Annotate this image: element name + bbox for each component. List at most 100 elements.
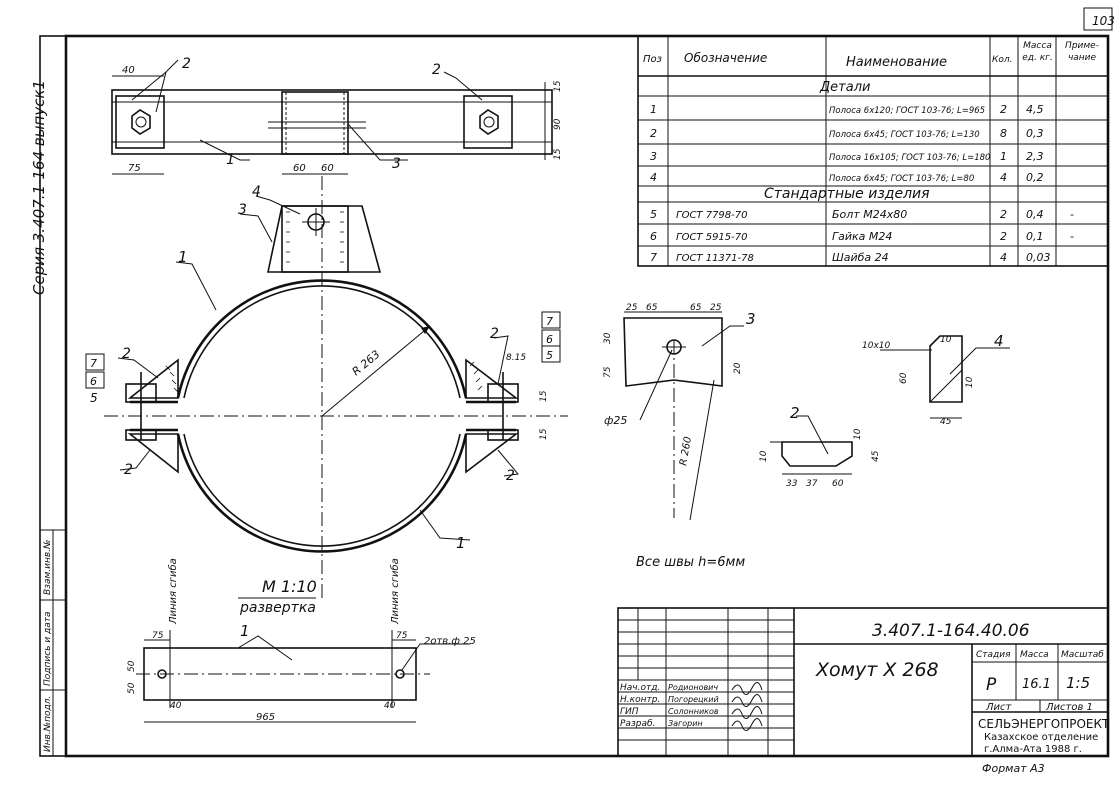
svg-text:25: 25 (710, 303, 722, 313)
svg-text:0,03: 0,03 (1026, 251, 1051, 264)
bend-line-right: Линия сгиба (389, 558, 401, 625)
svg-text:65: 65 (690, 303, 702, 313)
svg-text:-: - (1070, 208, 1074, 221)
svg-text:4,5: 4,5 (1026, 103, 1044, 116)
svg-text:40: 40 (170, 701, 182, 711)
svg-text:20: 20 (733, 362, 743, 374)
stamp-inv: Инв.№подл. (43, 696, 53, 752)
mass-value: 16.1 (1022, 677, 1051, 692)
signer-role-4: Разраб. (620, 719, 655, 729)
svg-text:60: 60 (832, 479, 844, 489)
svg-text:1: 1 (650, 103, 657, 116)
mass-label: Масса (1020, 650, 1049, 660)
svg-text:Полоса 6х45; ГОСТ 103-76; L=80: Полоса 6х45; ГОСТ 103-76; L=80 (829, 174, 974, 184)
leader-1-top: 1 (178, 248, 188, 266)
svg-text:75: 75 (603, 366, 613, 378)
svg-text:Гайка М24: Гайка М24 (832, 230, 892, 243)
leader-5-left: 5 (90, 391, 98, 405)
detail4-pos: 4 (994, 332, 1004, 350)
leader-3: 3 (238, 202, 247, 218)
svg-text:25: 25 (626, 303, 638, 313)
table-row-standard-6: 6 ГОСТ 5915-70 Гайка М24 2 0,1 - (650, 230, 1074, 243)
svg-text:2,3: 2,3 (1026, 150, 1044, 163)
svg-text:2: 2 (650, 127, 657, 140)
dim-top-75: 75 (128, 163, 141, 174)
bend-line-left: Линия сгиба (167, 558, 179, 625)
svg-text:2: 2 (1000, 103, 1007, 116)
leader-2-ul: 2 (122, 346, 131, 362)
stage-label: Стадия (976, 650, 1011, 660)
dim-top-60b: 60 (321, 163, 334, 174)
stamp-vzam: Взам.инв.№ (43, 540, 53, 595)
clamp-front-view: R 263 4 3 1 2 7 6 5 2 2 7 5 6 2 8.15 15 … (85, 176, 568, 600)
dim-right-15b: 15 (553, 148, 563, 160)
svg-text:10х10: 10х10 (862, 341, 891, 351)
signature-2 (731, 694, 763, 707)
top-leader-2a: 2 (182, 56, 191, 72)
svg-text:45: 45 (871, 450, 881, 462)
svg-text:65: 65 (646, 303, 658, 313)
svg-text:50: 50 (127, 660, 137, 672)
leader-6-right: 6 (546, 333, 553, 346)
svg-text:Полоса 6х120; ГОСТ 103-76; L=9: Полоса 6х120; ГОСТ 103-76; L=965 (829, 106, 985, 116)
svg-text:0,4: 0,4 (1026, 208, 1044, 221)
svg-text:Полоса 6х45; ГОСТ 103-76; L=13: Полоса 6х45; ГОСТ 103-76; L=130 (829, 130, 980, 140)
svg-text:2: 2 (1000, 208, 1007, 221)
inner-frame (64, 34, 1110, 758)
signer-name-1: Родионович (668, 683, 718, 692)
svg-text:Полоса 16х105; ГОСТ 103-76; L=: Полоса 16х105; ГОСТ 103-76; L=180 (829, 153, 990, 163)
table-row-standard-5: 5 ГОСТ 7798-70 Болт М24х80 2 0,4 - (650, 208, 1074, 221)
table-row-detail-3: 3 Полоса 16х105; ГОСТ 103-76; L=180 1 2,… (650, 150, 1044, 163)
svg-text:75: 75 (152, 631, 164, 641)
left-stamp: Взам.инв.№ Подпись и дата Инв.№подл. (39, 529, 67, 757)
svg-text:4: 4 (1000, 251, 1007, 264)
razvertka-hole: 2отв.ф 25 (424, 636, 476, 647)
table-row-detail-1: 1 Полоса 6х120; ГОСТ 103-76; L=965 2 4,5 (650, 103, 1044, 116)
detail3-pos: 3 (746, 310, 756, 328)
razvertka-pos: 1 (240, 622, 250, 640)
svg-text:10: 10 (759, 450, 769, 462)
svg-text:965: 965 (256, 712, 275, 723)
svg-text:45: 45 (940, 417, 952, 427)
detail2-pos: 2 (790, 404, 800, 422)
leader-1-bottom: 1 (456, 534, 466, 552)
sheets-label: Листов 1 (1045, 702, 1093, 713)
svg-text:R 260: R 260 (678, 436, 694, 467)
page-number-box (1083, 7, 1113, 31)
format-label: Формат А3 (982, 762, 1045, 775)
svg-text:-: - (1070, 230, 1074, 243)
svg-text:50: 50 (127, 682, 137, 694)
top-leader-2b: 2 (432, 62, 441, 78)
svg-text:ГОСТ 11371-78: ГОСТ 11371-78 (676, 253, 754, 264)
spec-table: Поз Обозначение Наименование Кол. Масса … (637, 35, 1109, 267)
sheet-label: Лист (985, 702, 1013, 713)
side-series-label: Серия 3.407.1-164 выпуск1 (30, 80, 48, 295)
signer-role-2: Н.контр. (620, 695, 660, 705)
dim-right-15a: 15 (553, 80, 563, 92)
leader-7-right: 7 (546, 315, 553, 328)
leader-7-left: 7 (90, 357, 97, 370)
svg-text:4: 4 (1000, 171, 1007, 184)
svg-text:1: 1 (1000, 150, 1007, 163)
signer-name-2: Погорецкий (668, 695, 719, 704)
org-dept: Казахское отделение (984, 732, 1098, 743)
svg-text:10: 10 (940, 335, 952, 345)
razvertka-title: развертка (239, 600, 316, 616)
th-designation: Обозначение (684, 51, 767, 65)
leader-2-ll: 2 (124, 462, 133, 478)
svg-text:4: 4 (650, 171, 657, 184)
detail-2: 10 10 45 33 37 60 2 (759, 404, 881, 489)
org-name: СЕЛЬЭНЕРГОПРОЕКТ (978, 717, 1110, 731)
signer-name-4: Загорин (668, 719, 703, 728)
table-row-detail-4: 4 Полоса 6х45; ГОСТ 103-76; L=80 4 0,2 (650, 171, 1044, 184)
table-row-detail-2: 2 Полоса 6х45; ГОСТ 103-76; L=130 8 0,3 (650, 127, 1044, 140)
signature-3 (731, 706, 763, 719)
svg-text:0,1: 0,1 (1026, 230, 1044, 243)
org-city: г.Алма-Ата 1988 г. (984, 744, 1082, 755)
signature-4 (731, 718, 763, 731)
svg-text:10: 10 (853, 428, 863, 440)
svg-text:33: 33 (786, 479, 798, 489)
product-name: Хомут Х 268 (815, 659, 939, 681)
signer-name-3: Солонников (668, 707, 719, 716)
